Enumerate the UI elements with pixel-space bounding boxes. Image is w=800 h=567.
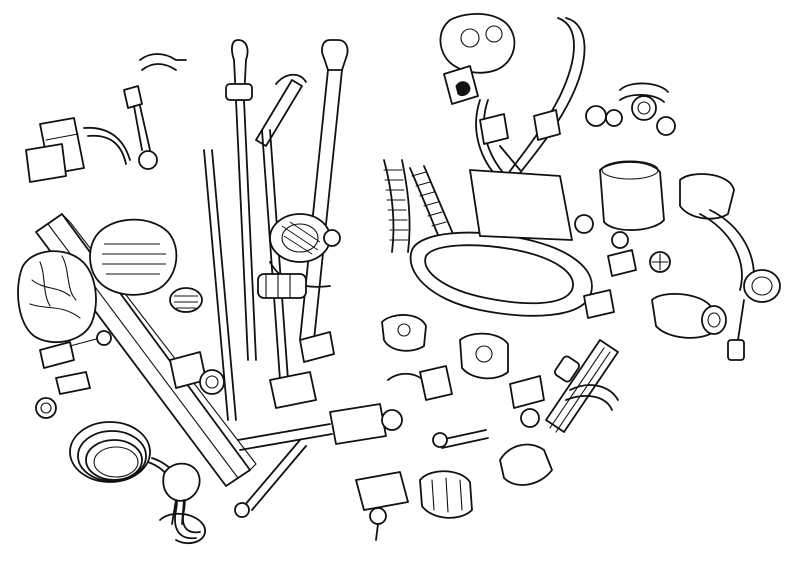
right-side-cylinders (599, 82, 781, 361)
right-parts-cluster (329, 13, 781, 541)
corrugated-hose (383, 159, 455, 253)
small-fittings-left (35, 330, 112, 419)
long-exhaust-tube (499, 339, 619, 486)
upper-left-pipes (25, 53, 187, 183)
oval-basin (409, 169, 593, 317)
face-mask (439, 13, 516, 105)
bottom-center-valves (159, 331, 335, 545)
pump-body (89, 218, 203, 313)
left-parts-cluster (17, 39, 349, 545)
crumpled-bag (17, 250, 97, 344)
misc-small-fittings (479, 105, 637, 319)
bottom-center-fittings (329, 314, 545, 541)
tall-vertical-pipes (203, 39, 349, 421)
central-valve-assembly (257, 213, 341, 299)
coiled-hose (69, 421, 201, 540)
